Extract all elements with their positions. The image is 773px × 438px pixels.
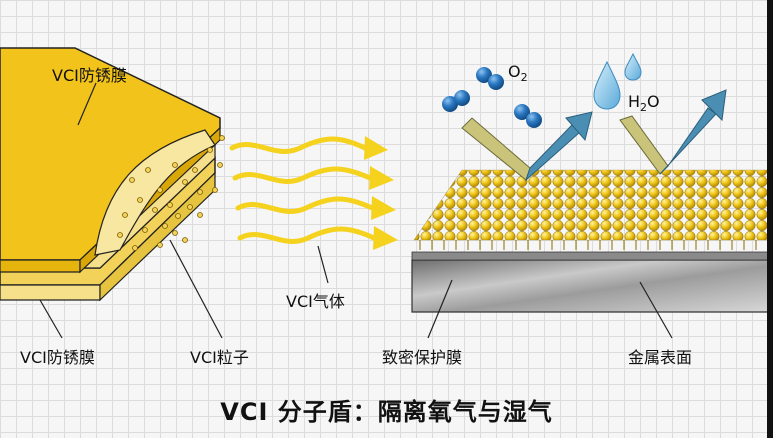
leader-film-top xyxy=(77,82,97,126)
leader-protective-film xyxy=(427,279,453,339)
vci-particles xyxy=(117,135,225,251)
oxygen-molecule-icon xyxy=(442,67,542,128)
water-droplet-icon xyxy=(593,52,642,110)
protective-film-layer xyxy=(413,169,773,250)
label-gas: VCI气体 xyxy=(286,292,345,311)
water-formula: H2O xyxy=(628,92,660,114)
metal-surface xyxy=(411,251,773,313)
water-h: H xyxy=(628,92,641,111)
water-o: O xyxy=(647,92,660,111)
label-protective-film: 致密保护膜 xyxy=(382,348,463,367)
right-frame-edge xyxy=(767,0,773,438)
diagram-title: VCI 分子盾：隔离氧气与湿气 xyxy=(220,398,553,426)
leader-metal xyxy=(639,281,673,339)
leader-particles xyxy=(169,239,223,339)
leader-gas xyxy=(317,245,329,284)
gas-wave-arrow-icon xyxy=(229,136,377,244)
water-subscript: 2 xyxy=(640,101,648,115)
leader-film-bottom xyxy=(39,299,63,339)
label-particles: VCI粒子 xyxy=(190,348,249,367)
label-film-top: VCI防锈膜 xyxy=(52,66,127,85)
oxygen-subscript: 2 xyxy=(520,71,528,85)
oxygen-formula: O2 xyxy=(508,62,528,84)
label-metal-surface: 金属表面 xyxy=(628,348,693,367)
label-film-bottom: VCI防锈膜 xyxy=(20,348,95,367)
oxygen-symbol: O xyxy=(508,62,521,81)
gas-arrowheads xyxy=(364,136,398,250)
deflect-arrow-icon xyxy=(461,89,727,182)
